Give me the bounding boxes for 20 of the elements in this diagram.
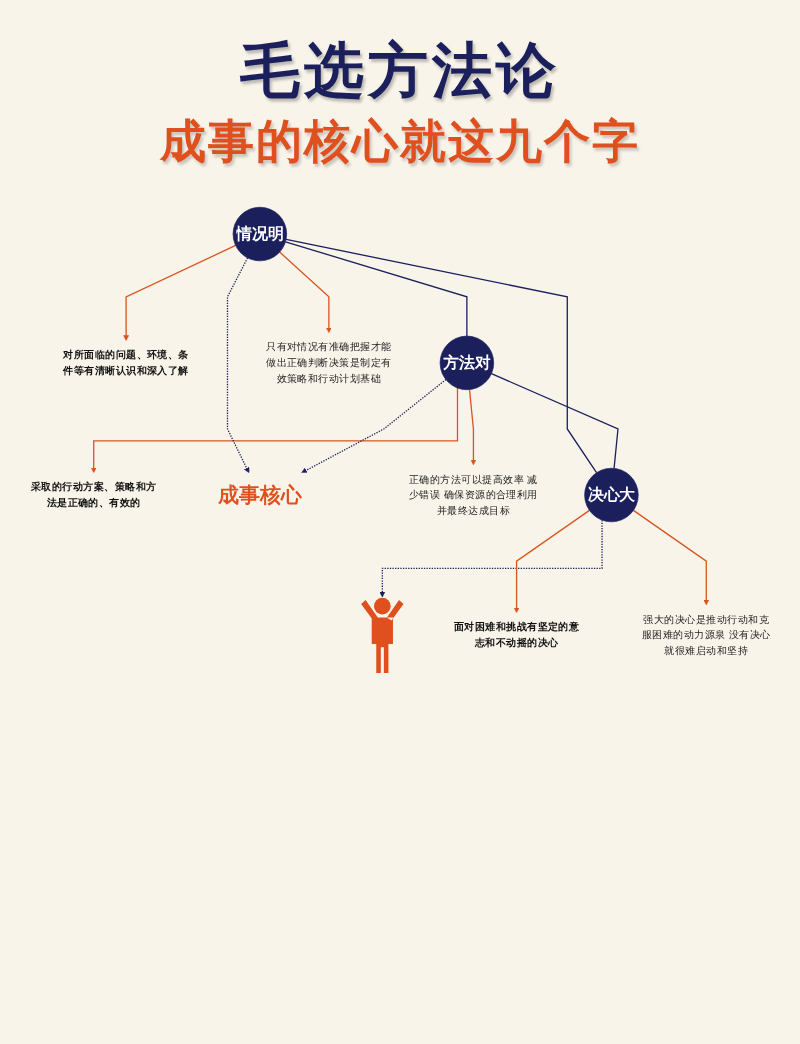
connector-line — [284, 240, 468, 337]
subtitle: 成事的核心就这九个字 — [160, 113, 640, 170]
person-icon — [361, 597, 404, 673]
dashed-arrow — [226, 257, 250, 473]
arrow — [90, 387, 459, 473]
circle-node: 决心大 — [584, 467, 639, 522]
dashed-arrow — [301, 378, 447, 473]
connector-line — [490, 372, 619, 469]
description-text: 强大的决心是推动行动和克服困难的动力源泉 没有决心就很难启动和坚持 — [627, 604, 785, 665]
description-text: 正确的方法可以提高效率 减少错误 确保资源的合理利用并最终达成目标 — [394, 464, 552, 525]
circle-node: 情况明 — [232, 206, 287, 261]
arrow — [123, 244, 237, 341]
title: 毛选方法论 — [240, 34, 560, 106]
description-text: 面对困难和挑战有坚定的意志和不动摇的决心 — [438, 612, 596, 658]
connector-line — [285, 238, 598, 474]
circle-node: 方法对 — [439, 335, 495, 390]
arrow — [468, 388, 477, 465]
arrow — [513, 509, 591, 613]
arrow — [632, 509, 710, 605]
arrow — [279, 251, 332, 333]
